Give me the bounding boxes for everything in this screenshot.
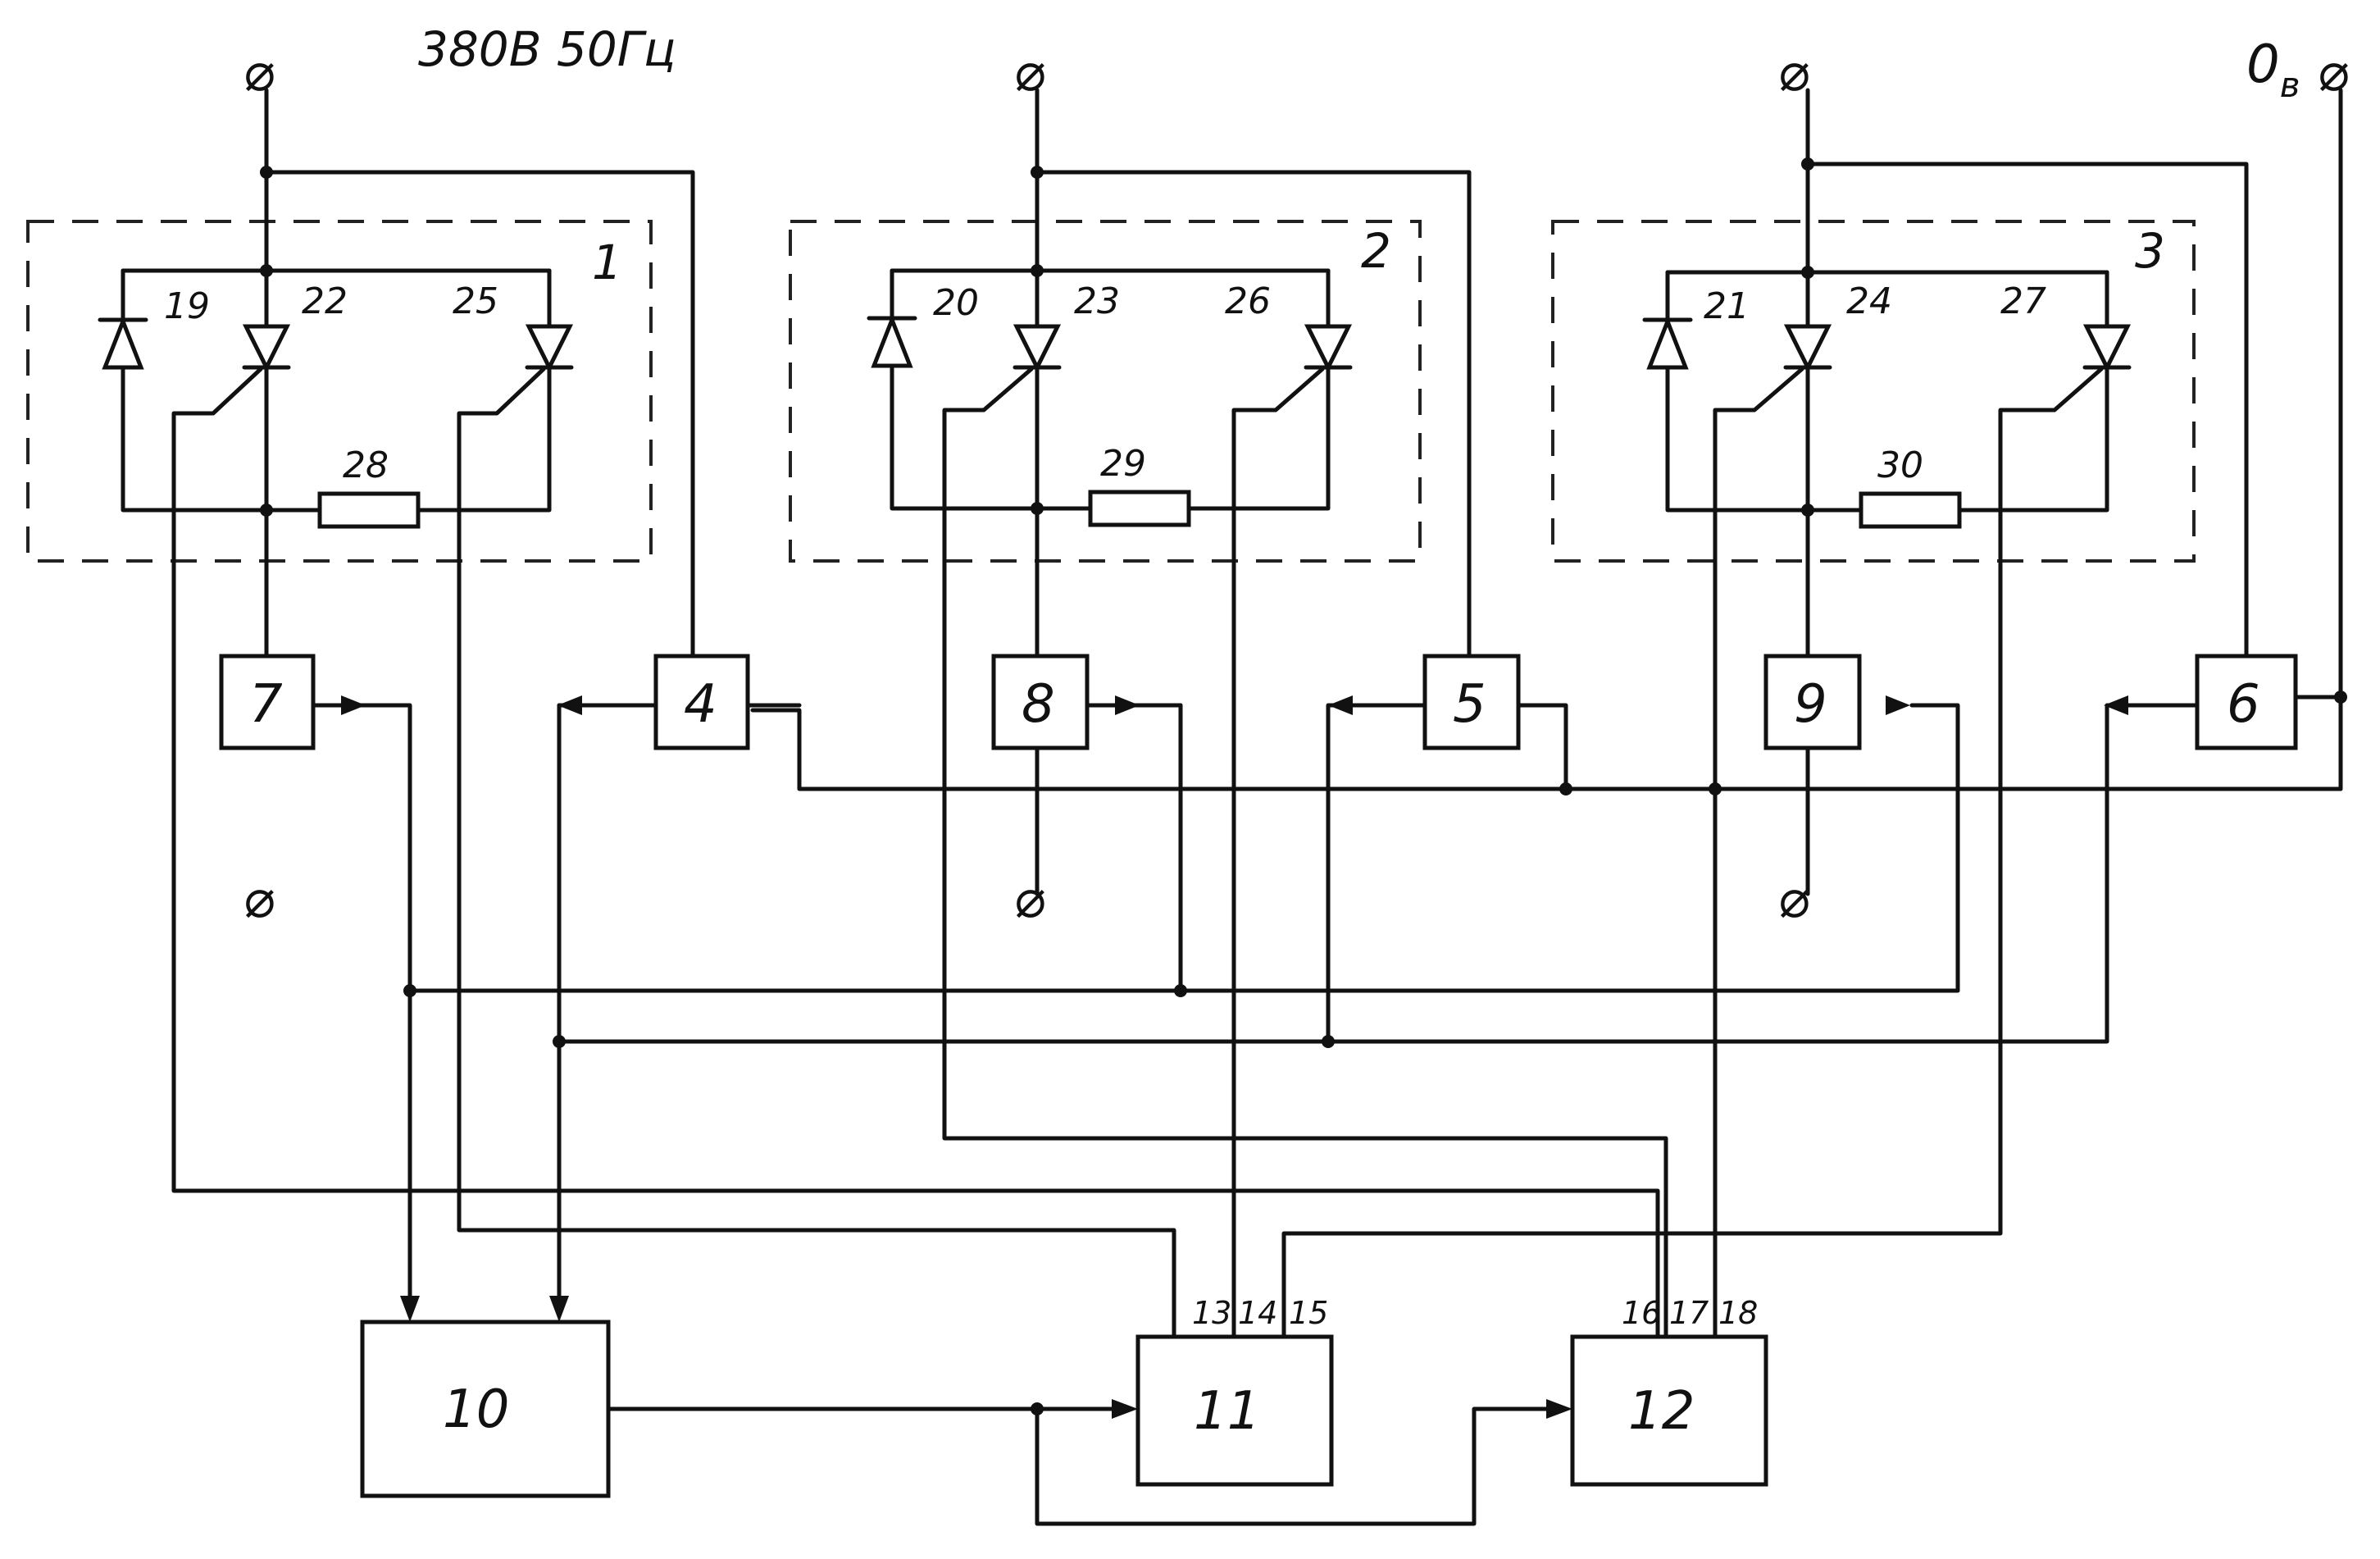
block-10-label: 10 bbox=[443, 1379, 509, 1440]
label-26: 26 bbox=[1225, 280, 1271, 322]
terminal-out-2: ⌀ bbox=[1013, 869, 1045, 930]
module-1-id: 1 bbox=[592, 235, 622, 290]
zero-volt-sub: в bbox=[2280, 65, 2300, 105]
thyristor-27-icon bbox=[2086, 326, 2127, 367]
diode-19-icon bbox=[105, 321, 141, 367]
block-5-label: 5 bbox=[1453, 674, 1486, 735]
label-21: 21 bbox=[1704, 285, 1750, 327]
label-25: 25 bbox=[453, 280, 498, 322]
block-5: 5 bbox=[1425, 656, 1518, 748]
module-2-circuit bbox=[869, 90, 1666, 1304]
block-5-out bbox=[1518, 705, 1566, 789]
label-22: 22 bbox=[302, 280, 348, 322]
module-2-id: 2 bbox=[1361, 223, 1391, 279]
terminal-out-1: ⌀ bbox=[243, 869, 275, 930]
terminal-phase-1: ⌀ bbox=[243, 43, 275, 103]
label-29: 29 bbox=[1100, 443, 1146, 485]
supply-label: 380В 50Гц bbox=[418, 21, 676, 77]
thyristor-22-icon bbox=[246, 326, 287, 367]
thyristor-25-icon bbox=[529, 326, 570, 367]
terminal-phase-3: ⌀ bbox=[1777, 43, 1809, 103]
block-12: 12 bbox=[1572, 1337, 1766, 1484]
resistor-30-icon bbox=[1861, 494, 1959, 527]
block-11-label: 11 bbox=[1194, 1381, 1260, 1442]
thyristor-24-icon bbox=[1787, 326, 1828, 367]
pin-18: 18 bbox=[1718, 1295, 1758, 1331]
block-12-label: 12 bbox=[1628, 1381, 1695, 1442]
label-19: 19 bbox=[164, 285, 210, 327]
block-4-label: 4 bbox=[684, 674, 717, 735]
pin-17: 17 bbox=[1669, 1295, 1709, 1331]
block-7-label: 7 bbox=[249, 674, 283, 735]
pin-15: 15 bbox=[1289, 1295, 1328, 1331]
pin-13: 13 bbox=[1192, 1295, 1231, 1331]
label-28: 28 bbox=[343, 444, 389, 486]
resistor-28-icon bbox=[320, 494, 418, 527]
pin-16: 16 bbox=[1622, 1295, 1661, 1331]
zero-volt-main: 0 bbox=[2246, 34, 2280, 95]
label-24: 24 bbox=[1846, 280, 1892, 322]
block-11: 11 bbox=[1138, 1337, 1331, 1484]
resistor-29-icon bbox=[1090, 492, 1189, 525]
block-7: 7 bbox=[221, 656, 313, 748]
diode-20-icon bbox=[874, 320, 910, 366]
terminal-out-3: ⌀ bbox=[1777, 869, 1809, 930]
block-6: 6 bbox=[2197, 656, 2296, 748]
module-3-id: 3 bbox=[2135, 223, 2165, 279]
diode-21-icon bbox=[1650, 321, 1686, 367]
label-27: 27 bbox=[2000, 280, 2046, 322]
thyristor-26-icon bbox=[1308, 326, 1349, 367]
label-30: 30 bbox=[1877, 444, 1923, 486]
pin-14: 14 bbox=[1238, 1295, 1277, 1331]
block-8-label: 8 bbox=[1022, 674, 1055, 735]
zero-volt-label: 0в bbox=[2246, 34, 2300, 105]
terminal-phase-2: ⌀ bbox=[1013, 43, 1045, 103]
label-20: 20 bbox=[933, 282, 979, 324]
block-10: 10 bbox=[362, 1322, 608, 1496]
thyristor-23-icon bbox=[1017, 326, 1058, 367]
block-6-label: 6 bbox=[2227, 674, 2260, 735]
block-8: 8 bbox=[994, 656, 1087, 748]
block-4: 4 bbox=[656, 656, 748, 748]
terminal-zero: ⌀ bbox=[2317, 43, 2349, 103]
block-9: 9 bbox=[1766, 656, 1859, 748]
block-9-label: 9 bbox=[1794, 674, 1827, 735]
label-23: 23 bbox=[1074, 280, 1120, 322]
